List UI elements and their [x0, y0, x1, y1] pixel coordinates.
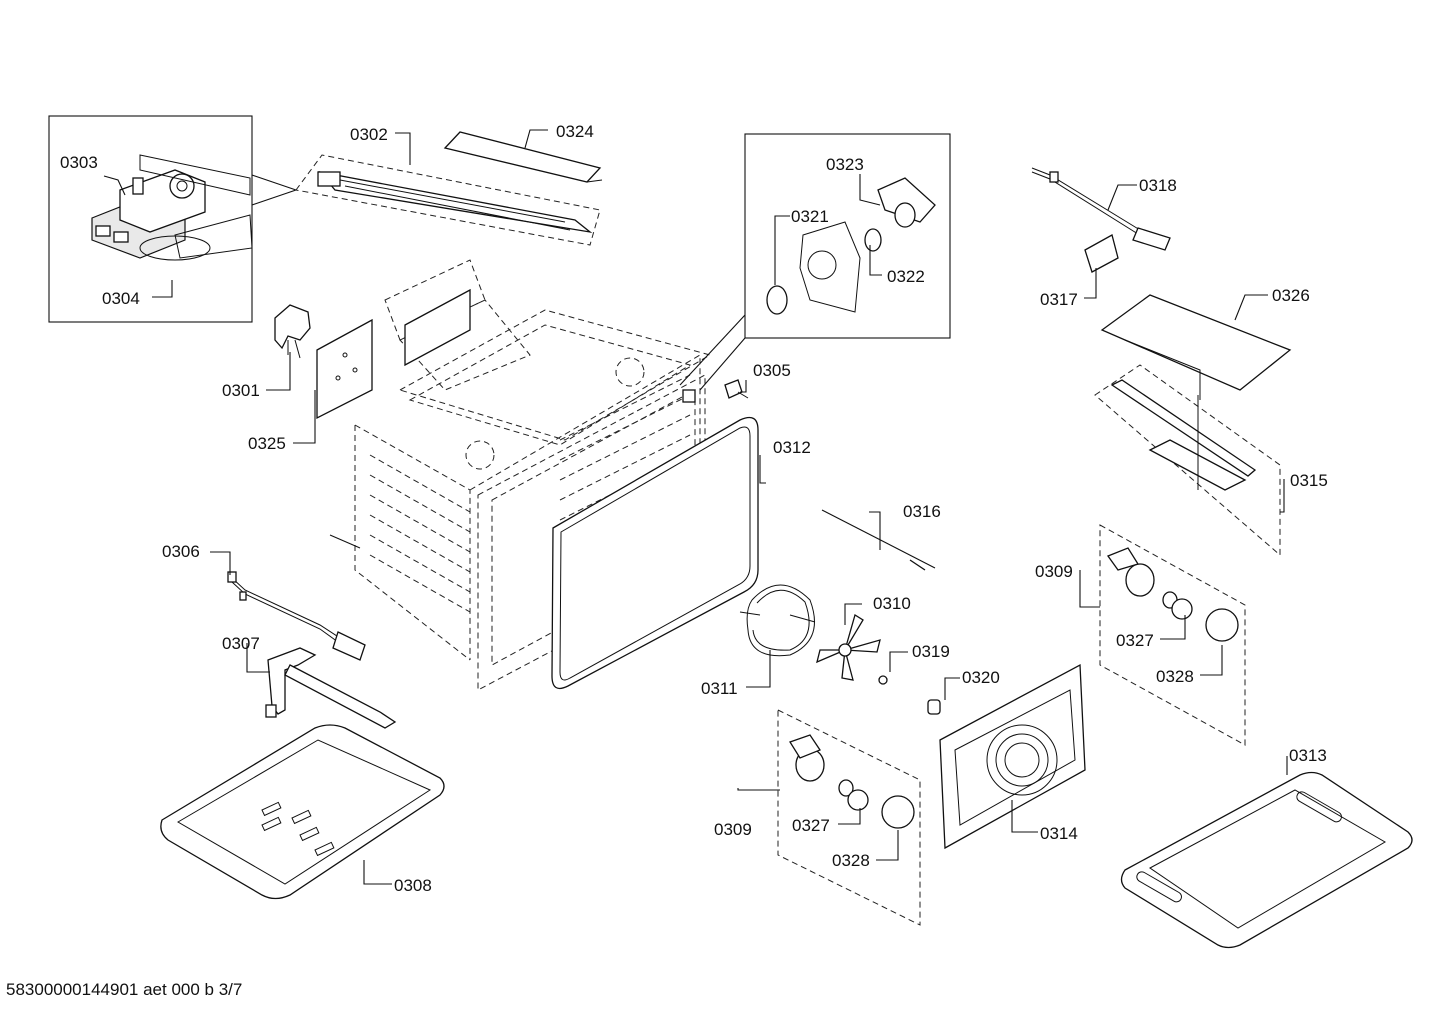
top-fan-cover-assembly	[295, 131, 603, 246]
label-0304: 0304	[102, 289, 140, 308]
rear-fan-panel	[939, 663, 1086, 850]
label-0311: 0311	[701, 679, 738, 698]
label-0327-upper: 0327	[1116, 631, 1154, 650]
label-0310: 0310	[873, 594, 911, 613]
label-0307: 0307	[222, 634, 260, 653]
part-labels: 0303 0304 0302 0324 0323 0321 0322 0301 …	[60, 122, 1328, 895]
label-0321: 0321	[791, 207, 829, 226]
temperature-sensor	[821, 509, 936, 571]
glass-tray	[1120, 771, 1413, 949]
label-0323: 0323	[826, 155, 864, 174]
label-0322: 0322	[887, 267, 925, 286]
label-0324: 0324	[556, 122, 594, 141]
motor-detail-box	[48, 115, 297, 323]
wiring-harness-right	[1031, 167, 1171, 273]
grill-heater-assembly	[1094, 294, 1292, 557]
label-0328-lower: 0328	[832, 851, 870, 870]
rail-bracket	[265, 647, 397, 729]
label-0317: 0317	[1040, 290, 1078, 309]
label-0308: 0308	[394, 876, 432, 895]
label-0318: 0318	[1139, 176, 1177, 195]
label-0328-upper: 0328	[1156, 667, 1194, 686]
label-0309-lower: 0309	[714, 820, 752, 839]
fan-and-heater	[739, 584, 941, 715]
label-0305: 0305	[753, 361, 791, 380]
lamp-assembly-lower	[777, 709, 921, 926]
label-0312: 0312	[773, 438, 811, 457]
bracket-and-plate	[274, 304, 373, 420]
baking-pan	[160, 724, 445, 900]
document-footer-code: 58300000144901 aet 000 b 3/7	[6, 980, 243, 999]
label-0303: 0303	[60, 153, 98, 172]
label-0313: 0313	[1289, 746, 1327, 765]
label-0301: 0301	[222, 381, 260, 400]
label-0314: 0314	[1040, 824, 1078, 843]
label-0319: 0319	[912, 642, 950, 661]
wiring-harness-left	[227, 571, 366, 661]
lamp-assembly-upper	[1099, 524, 1246, 746]
label-0326: 0326	[1272, 286, 1310, 305]
label-0320: 0320	[962, 668, 1000, 687]
label-0302: 0302	[350, 125, 388, 144]
leader-lines	[103, 129, 1288, 885]
label-0315: 0315	[1290, 471, 1328, 490]
lamp-fan-detail-box	[679, 133, 951, 391]
label-0316: 0316	[903, 502, 941, 521]
door-gasket	[551, 416, 759, 690]
thermostat-part	[724, 379, 749, 399]
label-0309-upper: 0309	[1035, 562, 1073, 581]
label-0327-lower: 0327	[792, 816, 830, 835]
label-0306: 0306	[162, 542, 200, 561]
label-0325: 0325	[248, 434, 286, 453]
